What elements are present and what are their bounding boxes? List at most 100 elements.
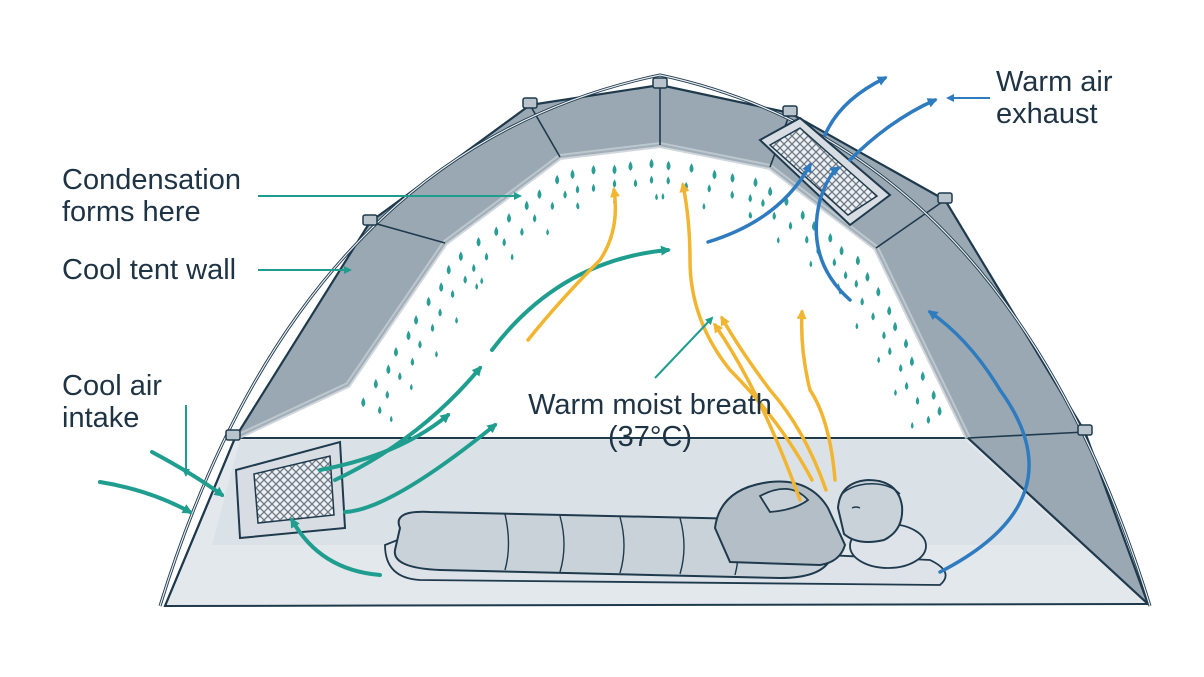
water-droplet-icon [477,237,481,247]
water-droplet-icon [773,212,776,220]
water-droplet-icon [511,254,514,261]
water-droplet-icon [485,252,488,260]
water-droplet-icon [576,185,579,193]
water-droplet-icon [690,163,694,173]
water-droplet-icon [378,406,381,414]
water-droplet-icon [418,340,421,348]
water-droplet-icon [876,287,880,297]
label-breath: Warm moist breath (37°C) [520,389,780,453]
water-droplet-icon [407,331,411,341]
water-droplet-icon [667,176,670,184]
water-droplet-icon [438,308,441,316]
label-condensation-line1: Condensation [62,164,241,196]
label-condensation: Condensation forms here [62,164,241,228]
water-droplet-icon [713,170,717,180]
water-droplet-icon [592,184,595,192]
water-droplet-icon [749,194,752,202]
water-droplet-icon [533,214,536,222]
water-droplet-icon [888,347,891,355]
label-condensation-line2: forms here [62,196,241,228]
water-droplet-icon [655,193,658,200]
water-droplet-icon [927,416,930,424]
water-droplet-icon [789,222,792,230]
water-droplet-icon [856,323,859,330]
water-droplet-icon [525,201,529,211]
water-droplet-icon [844,271,847,279]
water-droplet-icon [833,258,836,266]
water-droplet-icon [386,391,389,399]
water-droplet-icon [871,312,874,320]
water-droplet-icon [435,351,438,358]
water-droplet-icon [394,347,398,357]
water-droplet-icon [411,358,414,366]
water-droplet-icon [855,279,858,287]
water-droplet-icon [571,169,575,179]
water-droplet-icon [650,176,653,184]
water-droplet-icon [629,161,633,171]
water-droplet-icon [546,229,549,236]
water-droplet-icon [459,251,463,261]
water-droplet-icon [447,265,451,275]
water-droplet-icon [503,238,506,246]
water-droplet-icon [894,389,897,396]
water-droplet-icon [414,315,418,325]
water-droplet-icon [805,235,808,243]
water-droplet-icon [882,331,885,339]
water-droplet-icon [555,175,559,185]
water-droplet-icon [472,264,475,272]
water-droplet-icon [410,384,413,391]
label-cool-wall: Cool tent wall [62,254,236,286]
water-droplet-icon [708,184,711,192]
water-droplet-icon [662,193,665,200]
water-droplet-icon [494,227,498,237]
water-droplet-icon [463,275,466,283]
water-droplet-icon [904,339,908,349]
water-droplet-icon [893,322,897,332]
water-droplet-icon [860,297,863,305]
water-droplet-icon [650,159,654,169]
water-droplet-icon [905,382,908,390]
water-droplet-icon [613,179,616,187]
water-droplet-icon [563,190,566,198]
water-droplet-icon [520,228,523,236]
water-droplet-icon [667,161,671,171]
label-breath-line1: Warm moist breath [520,389,780,421]
water-droplet-icon [731,191,734,199]
label-exhaust: Warm air exhaust [996,66,1113,130]
water-droplet-icon [455,317,458,324]
water-droplet-icon [480,277,483,284]
water-droplet-icon [592,165,596,175]
label-exhaust-line1: Warm air [996,66,1113,98]
water-droplet-icon [777,237,780,244]
water-droplet-icon [840,246,844,256]
water-droplet-icon [398,372,401,380]
water-droplet-icon [386,364,390,374]
water-droplet-icon [374,379,378,389]
water-droplet-icon [431,324,434,332]
water-droplet-icon [801,210,805,220]
label-cool-intake: Cool air intake [62,370,162,434]
water-droplet-icon [761,199,764,207]
water-droplet-icon [910,356,914,366]
water-droplet-icon [916,397,919,405]
water-droplet-icon [427,297,431,307]
water-droplet-icon [887,306,891,316]
water-droplet-icon [877,356,880,363]
water-droplet-icon [613,165,617,175]
water-droplet-icon [754,177,758,187]
water-droplet-icon [507,213,511,223]
water-droplet-icon [439,282,443,292]
water-droplet-icon [703,203,706,210]
water-droplet-icon [551,202,554,210]
label-exhaust-line2: exhaust [996,98,1113,130]
water-droplet-icon [634,179,637,187]
water-droplet-icon [899,364,902,372]
label-breath-line2: (37°C) [520,421,780,453]
water-droplet-icon [731,173,735,183]
water-droplet-icon [932,390,936,400]
water-droplet-icon [537,189,541,199]
water-droplet-icon [921,371,925,381]
water-droplet-icon [865,272,869,282]
water-droplet-icon [361,397,365,407]
water-droplet-icon [938,406,942,416]
